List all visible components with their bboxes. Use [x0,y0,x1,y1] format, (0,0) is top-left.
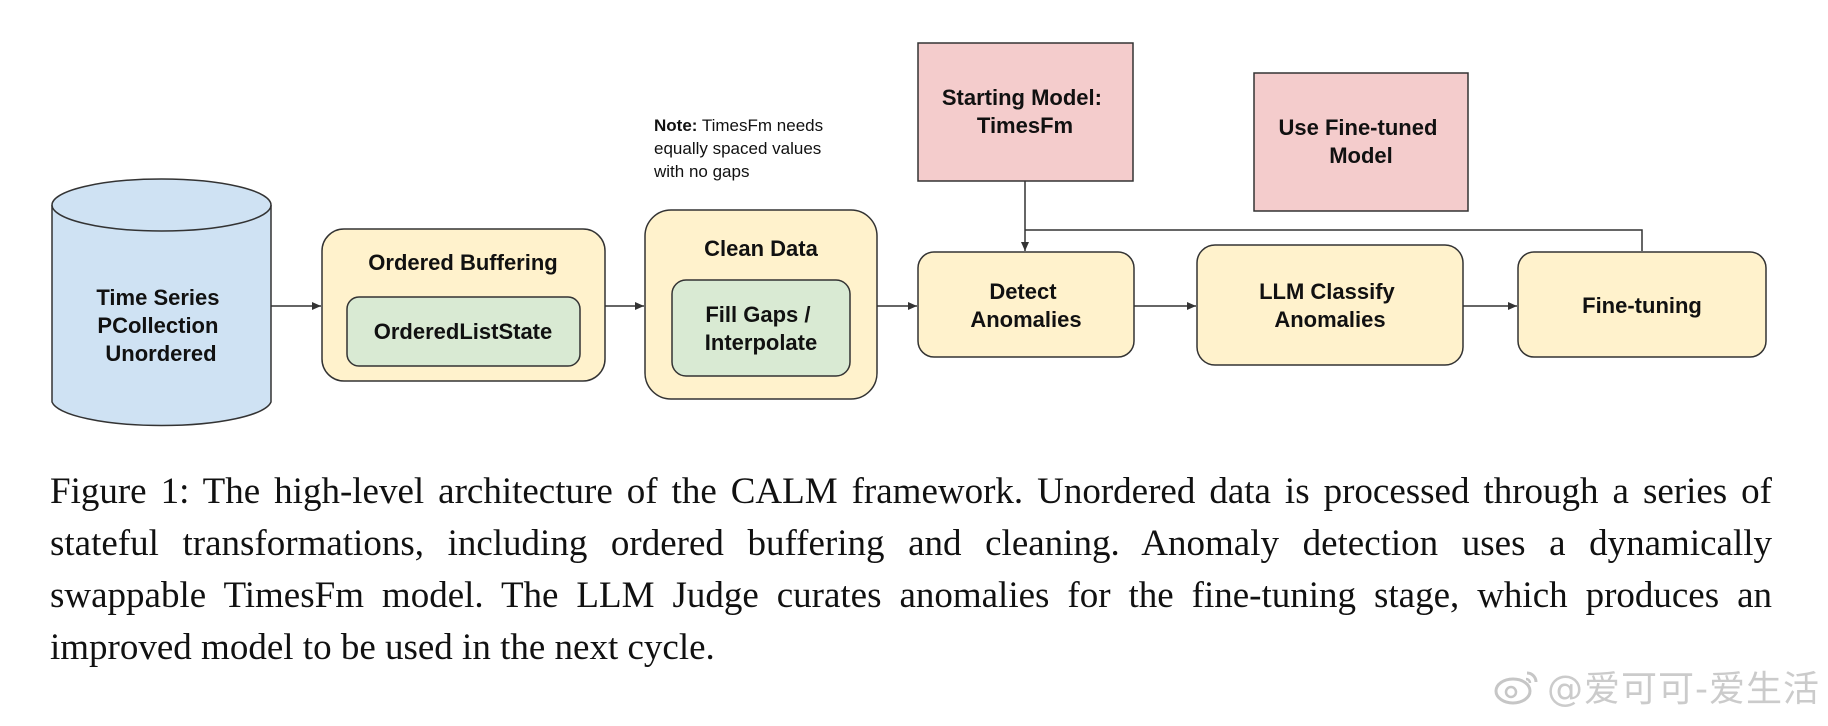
ordered-buffering-label: Ordered Buffering [368,250,557,275]
llm-classify-label-line1: LLM Classify [1259,279,1395,304]
starting-model-label-line2: TimesFm [977,113,1073,138]
starting-model-label-line1: Starting Model: [942,85,1102,110]
figure-caption: Figure 1: The high-level architecture of… [50,471,1772,668]
detect-anomalies-label-line1: Detect [989,279,1057,304]
svg-text:Use Fine-tuned Model: Use Fine-tuned Model [1278,115,1443,168]
fine-tuning-label: Fine-tuning [1582,293,1702,318]
svg-text:Detect Anomalies: Detect Anomalies [970,279,1081,332]
edges [271,181,1643,310]
time-series-label-line3: Unordered [105,341,216,366]
use-fine-tuned-model-box: Use Fine-tuned Model [1253,72,1469,212]
note-line3: with no gaps [653,162,749,181]
edge-finetune-feedback-loop [1025,229,1643,251]
note-text: Note: TimesFm needs equally spaced value… [653,116,828,181]
weibo-icon [1494,671,1538,705]
ordered-list-state-label: OrderedListState [374,319,553,344]
clean-data-box: Clean Data Fill Gaps / Interpolate [644,209,878,400]
architecture-diagram: Time Series PCollection Unordered Ordere… [51,42,1767,427]
watermark-text: @爱可可-爱生活 [1547,669,1820,710]
fill-gaps-box: Fill Gaps / Interpolate [671,279,851,377]
watermark: @爱可可-爱生活 [1380,656,1820,716]
note-line2: equally spaced values [654,139,821,158]
starting-model-box: Starting Model: TimesFm [917,42,1134,182]
use-fine-tuned-label-line2: Model [1329,143,1393,168]
svg-text:Time Series PCollection: Time Series PCollection Unordered [96,285,225,366]
fine-tuning-box: Fine-tuning [1517,251,1767,358]
note-bold-label: Note: [654,116,697,135]
llm-classify-label-line2: Anomalies [1274,307,1385,332]
clean-data-label: Clean Data [704,236,818,261]
detect-anomalies-box: Detect Anomalies [917,251,1135,358]
ordered-list-state-box: OrderedListState [346,296,581,367]
time-series-label-line2: PCollection [97,313,218,338]
detect-anomalies-label-line2: Anomalies [970,307,1081,332]
ordered-buffering-box: Ordered Buffering OrderedListState [321,228,606,382]
fill-gaps-label-line2: Interpolate [705,330,817,355]
svg-text:LLM Classify Anomalies: LLM Classify Anomalies [1259,279,1401,332]
time-series-label-line1: Time Series [96,285,219,310]
svg-text:Fill Gaps / Interpolat: Fill Gaps / Interpolate [705,302,817,355]
svg-text:Starting Model: TimesFm: Starting Model: TimesFm [942,85,1108,138]
note-line1: TimesFm needs [697,116,823,135]
time-series-cylinder: Time Series PCollection Unordered [51,178,272,427]
llm-classify-box: LLM Classify Anomalies [1196,244,1464,366]
fill-gaps-label-line1: Fill Gaps / [705,302,810,327]
use-fine-tuned-label-line1: Use Fine-tuned [1278,115,1437,140]
